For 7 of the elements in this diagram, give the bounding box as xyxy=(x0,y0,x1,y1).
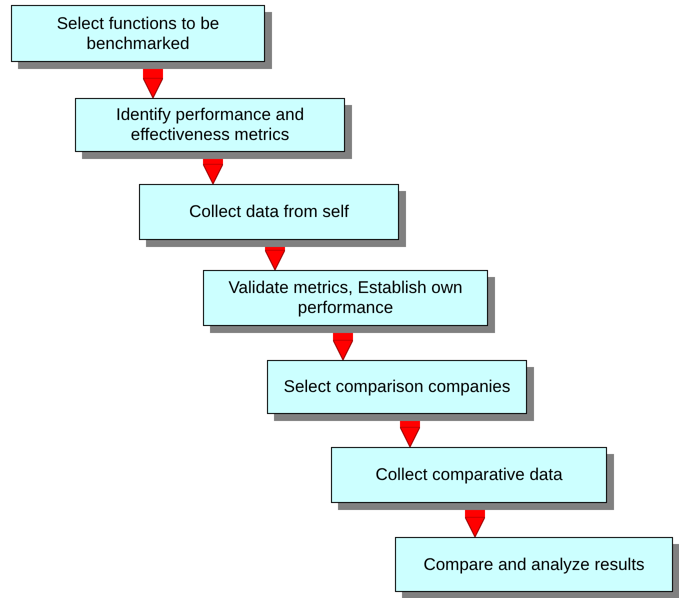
step-text: Select comparison companies xyxy=(284,377,510,397)
step-text: Collect data from self xyxy=(189,202,349,222)
step-text: Validate metrics, Establish own performance xyxy=(227,278,464,318)
step-text: Identify performance and effectiveness metrics xyxy=(114,105,306,145)
step-text: Compare and analyze results xyxy=(423,554,645,574)
step-text: Select functions to be benchmarked xyxy=(56,14,220,54)
step-text: Collect comparative data xyxy=(375,465,563,485)
